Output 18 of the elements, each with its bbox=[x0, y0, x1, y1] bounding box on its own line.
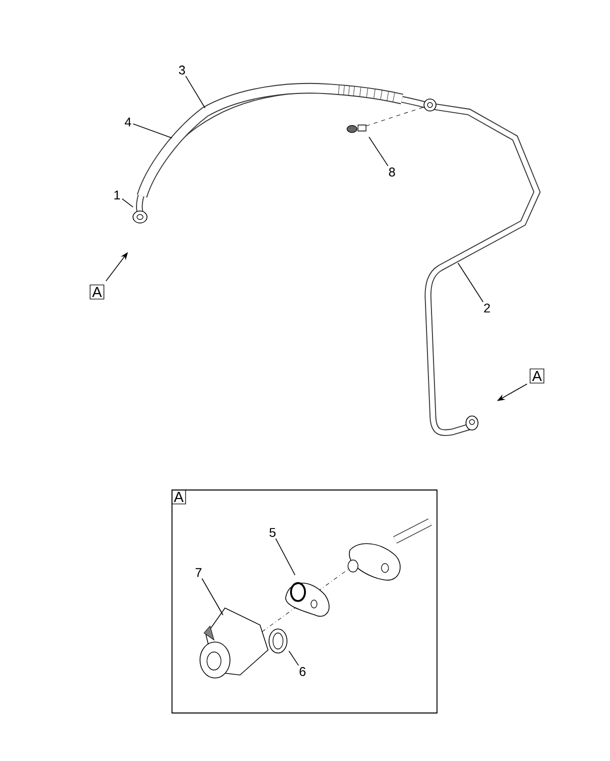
leader-line bbox=[122, 198, 134, 208]
callout-number: 2 bbox=[484, 304, 490, 312]
callout-number: 5 bbox=[270, 528, 276, 537]
leader-line bbox=[185, 76, 206, 108]
callout-number: 3 bbox=[178, 66, 185, 74]
leader-line bbox=[368, 136, 388, 166]
callout-number: 6 bbox=[300, 667, 306, 676]
leader-line bbox=[458, 262, 484, 302]
callout-number: 8 bbox=[389, 168, 395, 176]
leader-line bbox=[132, 123, 172, 138]
leader-line bbox=[202, 578, 224, 616]
callout-number: 4 bbox=[124, 118, 132, 126]
view-label: A bbox=[530, 368, 544, 384]
callout-number: 1 bbox=[114, 190, 120, 200]
callout-number: 7 bbox=[196, 568, 202, 577]
leader-line bbox=[288, 650, 299, 666]
view-label: A bbox=[90, 284, 104, 300]
leader-line bbox=[275, 538, 296, 576]
